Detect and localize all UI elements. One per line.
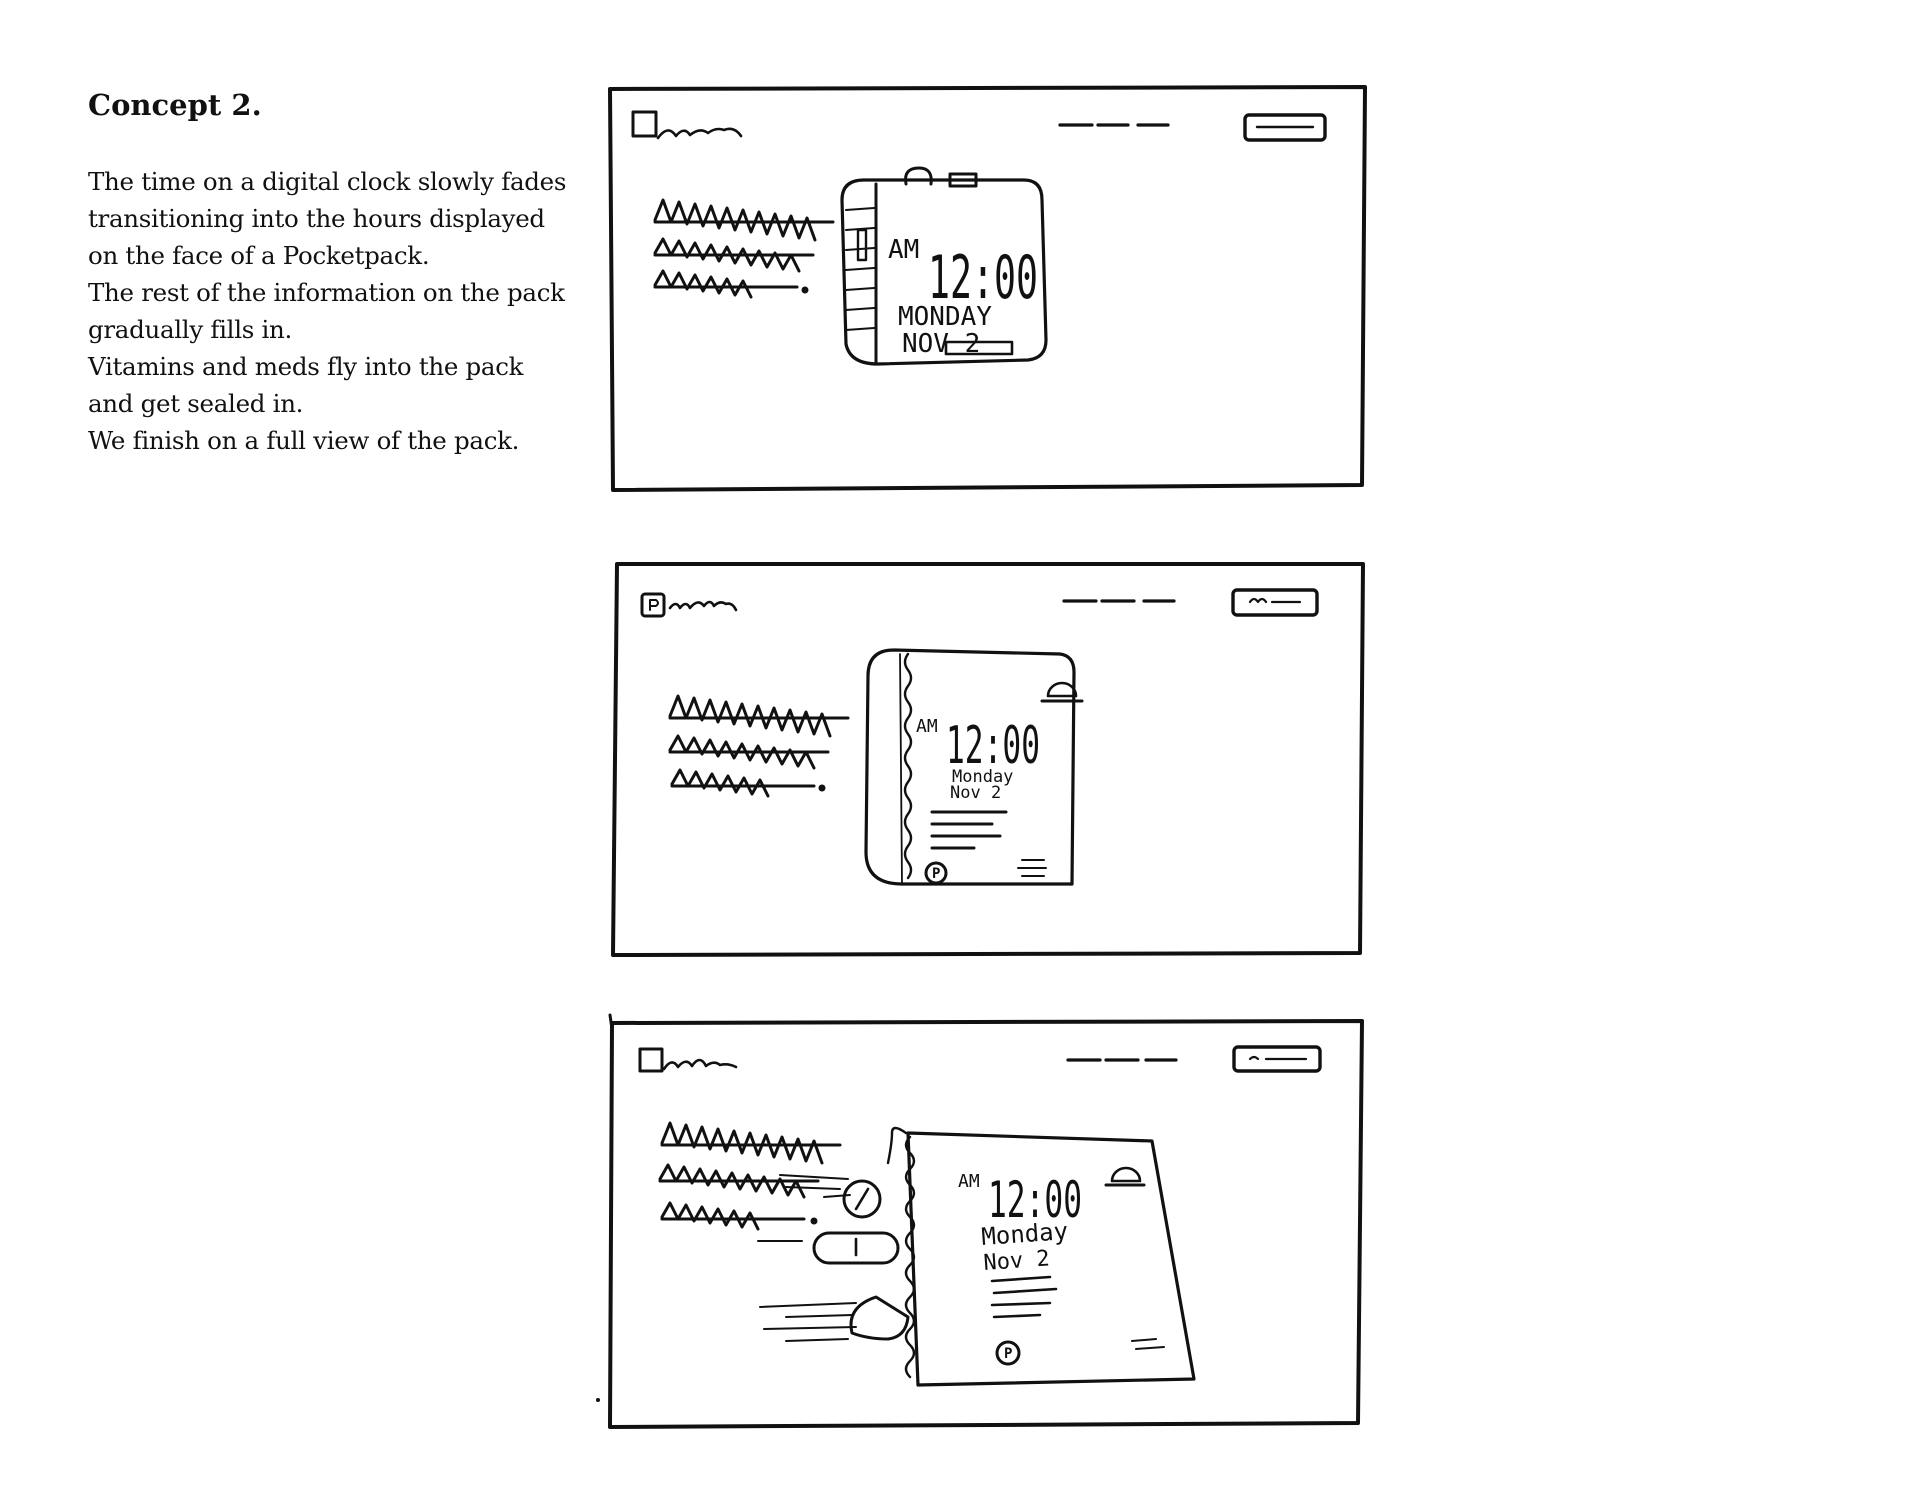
hero-text-scribble	[668, 694, 850, 798]
pack-time: 12:00	[946, 716, 1040, 776]
description-line: and get sealed in.	[88, 389, 304, 418]
hero-text-scribble	[658, 1121, 842, 1231]
storyboard-panel-2: AM 12:00 Monday Nov 2 P	[611, 562, 1365, 957]
panel-frame	[608, 1019, 1364, 1429]
description-line: Vitamins and meds fly into the pack	[88, 352, 524, 381]
description-line: We finish on a full view of the pack.	[88, 426, 520, 455]
pack-day: Monday	[980, 1217, 1068, 1251]
nav-cta-button	[1231, 588, 1319, 617]
pack-am-label: AM	[916, 716, 938, 737]
pack-logo-mark: P	[932, 866, 940, 882]
panel-frame	[608, 85, 1367, 492]
pack-day: Monday	[952, 767, 1013, 787]
pocketpack-illustration	[864, 648, 1084, 886]
clock-time: 12:00	[928, 243, 1038, 313]
pack-am-label: AM	[958, 1171, 980, 1192]
storyboard-panel-3: AM 12:00 Monday Nov 2 P	[596, 1013, 1364, 1429]
pack-date: Nov 2	[983, 1246, 1051, 1276]
nav-cta-button	[1243, 113, 1327, 142]
flying-vitamins-illustration	[757, 1174, 910, 1342]
description-line: transitioning into the hours displayed	[88, 204, 545, 233]
pack-date: Nov 2	[950, 783, 1001, 803]
pack-logo-mark: P	[1004, 1346, 1012, 1362]
nav-cta-button	[1232, 1045, 1322, 1073]
description-line: The rest of the information on the pack	[88, 278, 565, 307]
description-line: The time on a digital clock slowly fades	[88, 167, 567, 196]
description-line: gradually fills in.	[88, 315, 293, 344]
clock-am-label: AM	[888, 235, 919, 265]
pocketpack-illustration	[886, 1126, 1196, 1387]
concept-title: Concept 2.	[88, 88, 262, 122]
site-logo	[638, 1047, 738, 1073]
panel-frame	[611, 562, 1365, 957]
concept-description: The time on a digital clock slowly fades…	[88, 163, 588, 459]
site-logo	[640, 592, 738, 618]
site-logo	[631, 110, 743, 140]
clock-date: NOV 2	[902, 329, 980, 359]
clock-day: MONDAY	[898, 302, 992, 332]
description-line: on the face of a Pocketpack.	[88, 241, 430, 270]
storyboard-panel-1: AM 12:00 MONDAY NOV 2	[608, 85, 1367, 492]
pack-time: 12:00	[988, 1171, 1082, 1229]
hero-text-scribble	[653, 198, 835, 299]
alarm-clock-illustration	[840, 166, 1048, 366]
